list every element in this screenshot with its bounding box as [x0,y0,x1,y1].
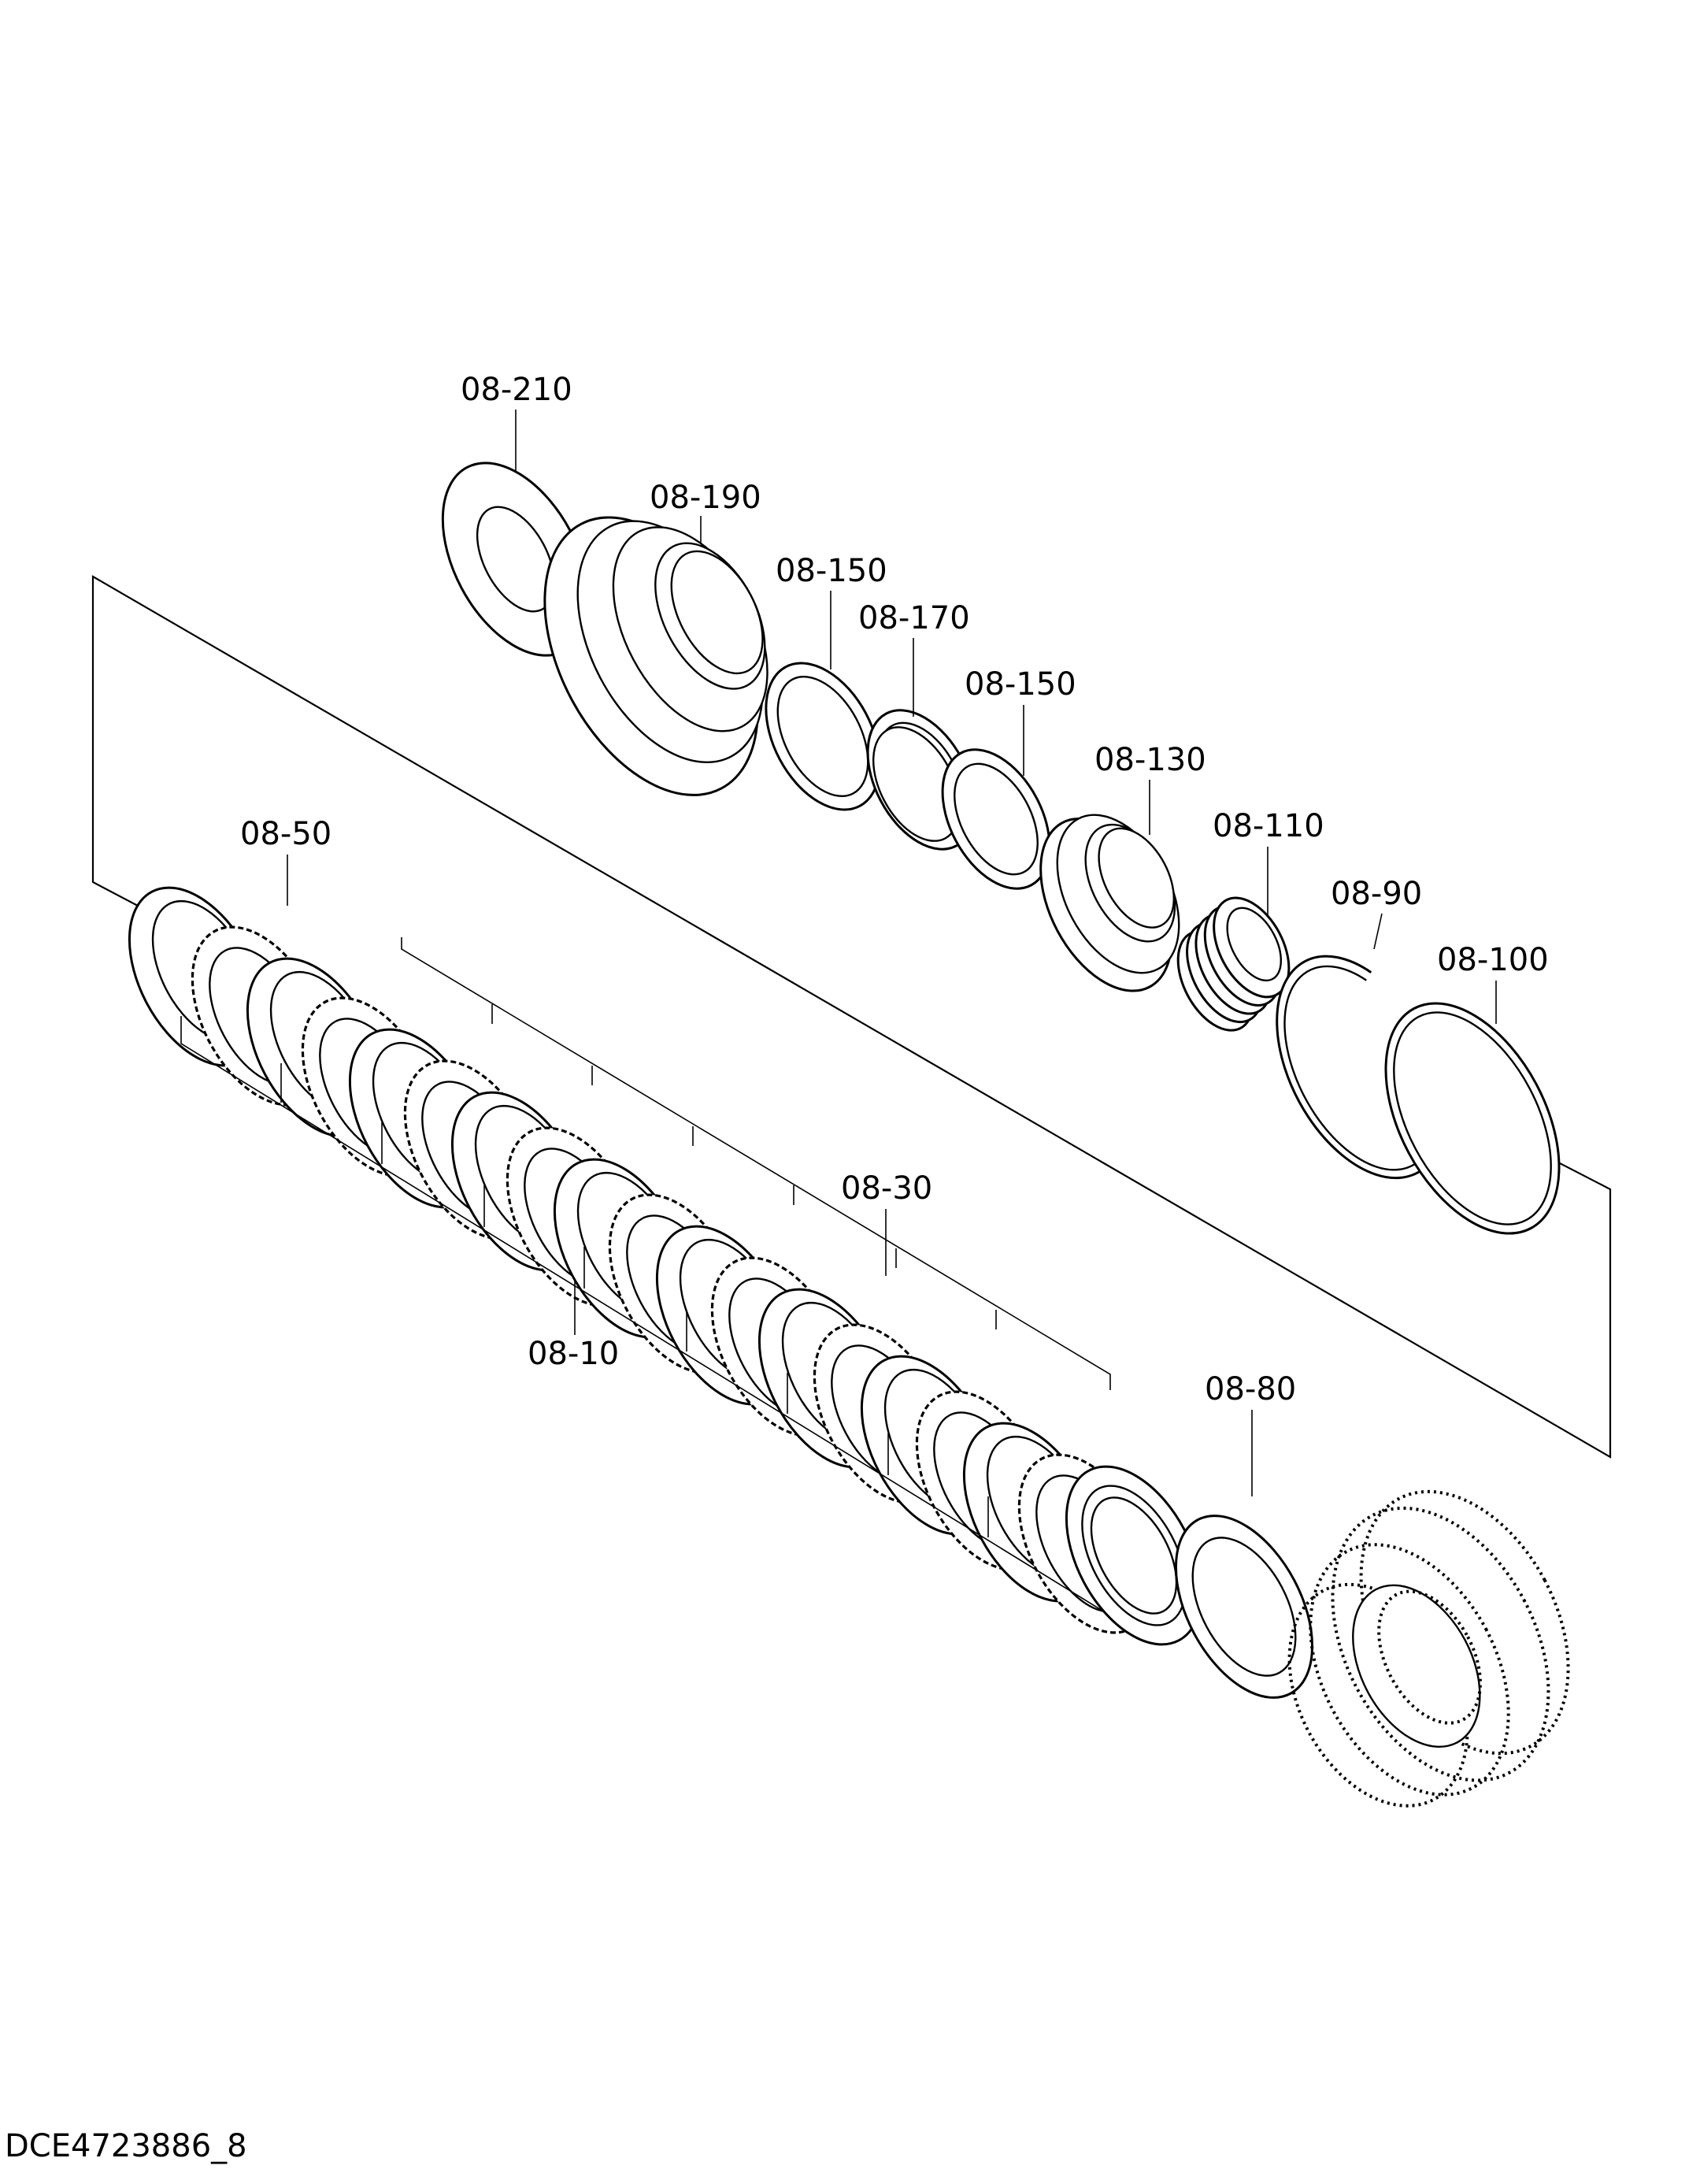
part-number-labels: 08-210 08-190 08-150 08-170 08-150 08-13… [240,372,1549,1407]
disc-group-brackets [180,937,1111,1611]
leader-lines [287,410,1497,1496]
label-08-30: 08-30 [841,1170,932,1207]
label-08-90: 08-90 [1331,876,1422,912]
part-08-80-washer [1174,1515,1314,1699]
label-08-130: 08-130 [1094,742,1206,778]
drawing-id: DCE4723886_8 [5,2128,247,2164]
part-08-150-ring-a [765,662,881,811]
label-08-150-a: 08-150 [776,553,887,589]
label-08-110: 08-110 [1213,808,1324,844]
label-08-80: 08-80 [1205,1371,1296,1407]
label-08-150-b: 08-150 [965,666,1076,703]
label-08-190: 08-190 [650,480,761,516]
part-08-100-ring [1384,1002,1561,1235]
assembly-bracket [91,575,1612,1459]
label-08-100: 08-100 [1437,942,1549,978]
part-08-190-housing [543,516,769,796]
part-08-150-ring-b [941,748,1051,890]
clutch-disc-stack [128,886,1203,1646]
label-08-210: 08-210 [461,372,572,408]
part-08-130-bushing [1039,814,1180,992]
clutch-drum [1287,1489,1570,1808]
part-08-110-spring [1176,896,1291,1032]
label-08-170: 08-170 [858,600,970,636]
label-08-10: 08-10 [528,1336,619,1372]
label-08-50: 08-50 [240,816,331,852]
